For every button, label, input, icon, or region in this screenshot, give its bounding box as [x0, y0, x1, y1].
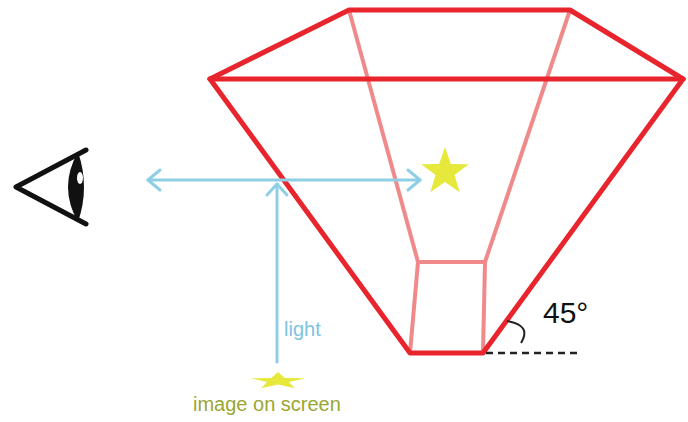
light-label: light: [284, 318, 321, 340]
angle-value: 45°: [543, 296, 588, 329]
screen-star: [251, 372, 306, 388]
light-arrows: [148, 170, 420, 362]
horizontal-reference: [486, 352, 582, 355]
hologram-star: [421, 147, 469, 192]
screen-label: image on screen: [193, 393, 341, 415]
angle-arc: [507, 321, 524, 343]
eye-symbol: [16, 150, 86, 224]
